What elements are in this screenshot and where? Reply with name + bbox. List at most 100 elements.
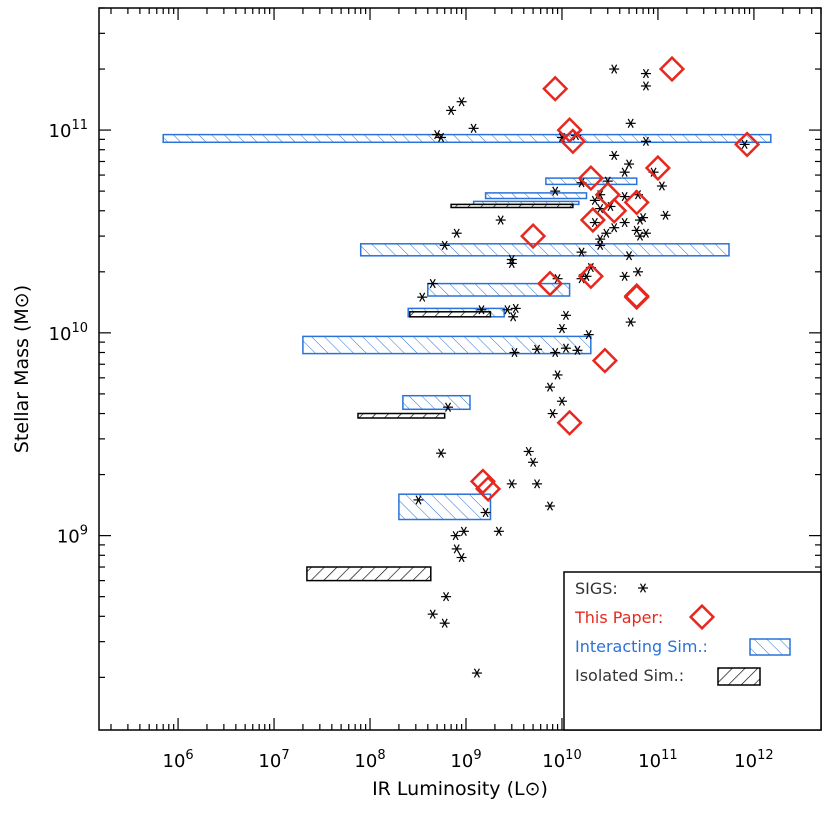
y-tick-label: 1010 <box>49 321 88 345</box>
paper-point <box>520 223 547 250</box>
sigs-point <box>471 668 482 678</box>
sigs-point <box>556 396 567 406</box>
y-axis-title: Stellar Mass (M⊙) <box>11 285 33 453</box>
sigs-point <box>595 234 606 244</box>
sigs-point <box>436 448 447 458</box>
sigs-point <box>439 618 450 628</box>
sigs-point <box>544 501 555 511</box>
x-tick-label: 1011 <box>638 748 677 772</box>
sigs-point <box>609 64 620 74</box>
sigs-point <box>619 167 630 177</box>
x-tick-label: 1010 <box>542 748 581 772</box>
x-axis-title: IR Luminosity (L⊙) <box>372 778 548 800</box>
sigs-point <box>441 592 452 602</box>
x-tick-label: 1012 <box>734 748 773 772</box>
sigs-point <box>640 81 651 91</box>
sigs-point <box>532 479 543 489</box>
paper-point <box>475 475 502 502</box>
sigs-point <box>552 370 563 380</box>
legend-sigs-marker <box>638 583 648 593</box>
paper-point <box>623 284 650 311</box>
paper-point <box>542 75 569 102</box>
isolated-sim-box <box>306 566 432 582</box>
x-tick-label: 107 <box>258 748 289 772</box>
sigs-point <box>508 312 519 322</box>
paper-point <box>579 206 606 234</box>
sigs-point <box>468 123 479 133</box>
sigs-point <box>656 181 667 191</box>
sigs-point <box>427 609 438 619</box>
interacting-sim-box <box>545 177 638 186</box>
sigs-point <box>739 139 750 150</box>
legend-isolated-swatch <box>717 667 761 686</box>
sigs-point <box>443 402 454 412</box>
x-tick-label: 109 <box>450 748 481 772</box>
sigs-point <box>436 132 447 143</box>
paper-point <box>559 128 586 155</box>
sigs-point <box>556 323 567 334</box>
sigs-point <box>506 479 517 489</box>
isolated-sim-box <box>409 311 492 318</box>
paper-point <box>591 347 618 374</box>
sigs-point <box>633 267 644 277</box>
paper-point <box>577 263 604 290</box>
sigs-point <box>523 446 534 457</box>
sigs-point <box>572 345 583 355</box>
sigs-point <box>427 278 438 289</box>
interacting-sim-box <box>359 243 730 257</box>
simulation-boxes <box>162 133 772 582</box>
sigs-point <box>480 507 491 518</box>
sigs-point <box>581 271 592 281</box>
sigs-point <box>560 310 571 320</box>
sigs-point <box>495 215 506 225</box>
sigs-point <box>619 191 630 202</box>
paper-point <box>623 189 650 216</box>
legend-paper-marker <box>688 603 716 631</box>
interacting-sim-box <box>162 133 772 144</box>
sigs-point <box>640 228 651 238</box>
sigs-point <box>439 240 450 251</box>
sigs-point <box>502 305 513 315</box>
paper-point <box>658 55 686 83</box>
sigs-point <box>589 195 600 206</box>
sigs-point <box>506 258 517 269</box>
sigs-point <box>660 210 671 220</box>
interacting-sim-box <box>302 335 592 355</box>
sigs-point <box>456 97 467 107</box>
sigs-point <box>560 343 571 353</box>
sigs-point <box>638 212 649 223</box>
isolated-sim-box <box>450 203 574 209</box>
interacting-sim-box <box>427 282 571 297</box>
sigs-point <box>528 457 539 467</box>
sigs-point <box>550 186 561 196</box>
interacting-sim-box <box>398 493 492 521</box>
legend: SIGS: This Paper: Interacting Sim.: Isol… <box>563 571 822 731</box>
sigs-point <box>544 382 555 392</box>
sigs-point <box>576 247 587 257</box>
sigs-point <box>625 118 636 128</box>
sigs-point <box>510 303 521 314</box>
sigs-point <box>413 495 424 505</box>
sigs-point <box>583 329 594 340</box>
y-tick-label: 1011 <box>49 118 88 142</box>
legend-label-paper: This Paper: <box>574 608 663 627</box>
sigs-point <box>451 228 462 238</box>
sigs-point <box>589 217 600 228</box>
sigs-point <box>493 526 504 536</box>
sigs-point <box>417 292 428 302</box>
sigs-point <box>624 251 635 261</box>
interacting-sim-box <box>402 394 471 411</box>
paper-point <box>577 165 604 192</box>
sigs-point <box>446 105 457 116</box>
y-tick-label: 109 <box>57 524 88 548</box>
legend-sigs-asterisk <box>638 583 648 593</box>
x-tick-label: 108 <box>354 748 385 772</box>
paper-point <box>734 131 761 158</box>
sigs-point <box>456 552 467 563</box>
legend-label-sigs: SIGS: <box>575 579 618 598</box>
sigs-point <box>458 526 469 536</box>
legend-label-isolated: Isolated Sim.: <box>575 666 684 685</box>
sigs-point <box>532 344 543 354</box>
sigs-point <box>547 408 558 419</box>
x-tick-label: 106 <box>163 748 194 772</box>
